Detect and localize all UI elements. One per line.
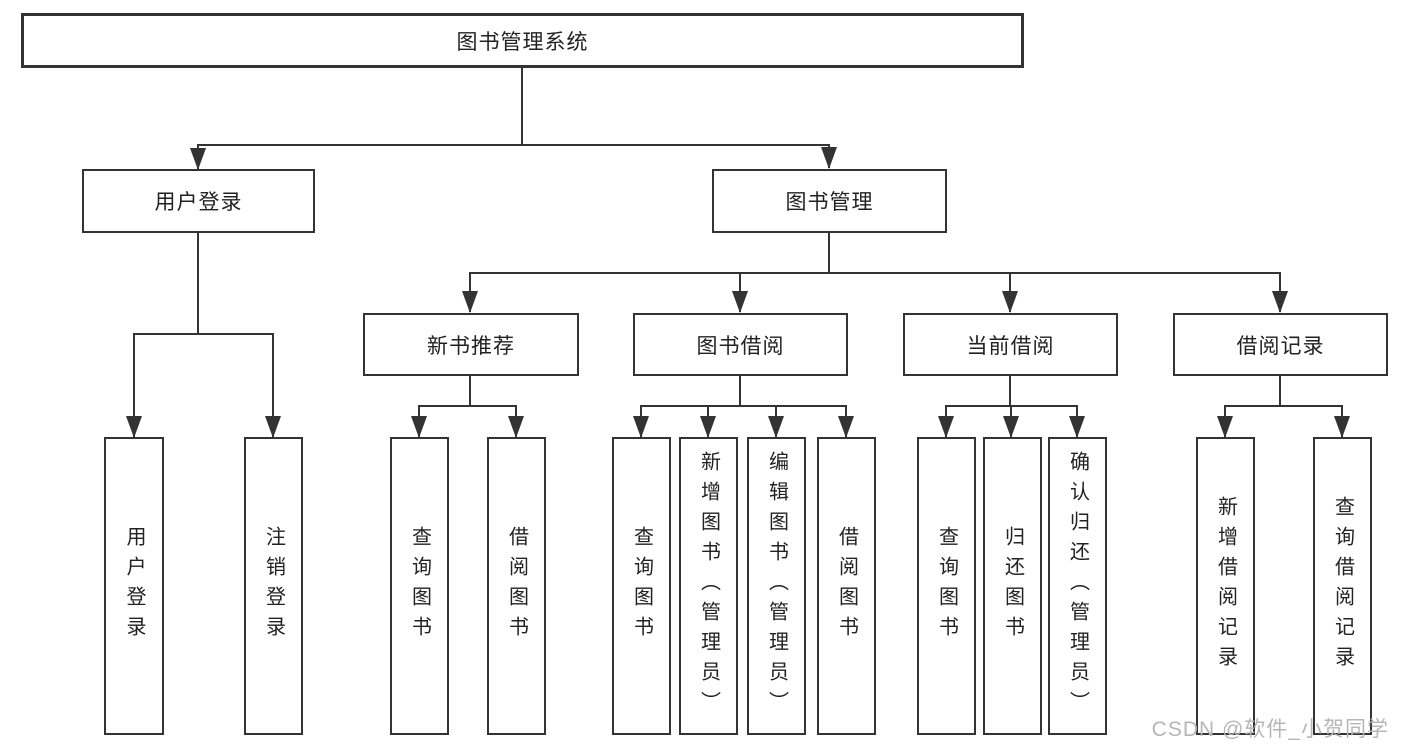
node-label: 查询图书 (408, 526, 431, 646)
node-user-login: 用户登录 (82, 169, 315, 233)
node-label: 图书管理 (785, 191, 874, 214)
node-book-management: 图书管理 (712, 169, 947, 233)
node-label: 当前借阅 (966, 334, 1055, 358)
leaf-return-books: 归还图书 (983, 437, 1042, 735)
node-label: 编辑图书（管理员） (765, 451, 788, 721)
node-label: 确认归还（管理员） (1066, 451, 1089, 721)
node-label: 用户登录 (154, 191, 243, 214)
leaf-query-books-2: 查询图书 (612, 437, 671, 735)
node-label: 新书推荐 (427, 334, 515, 358)
leaf-confirm-return-admin: 确认归还（管理员） (1048, 437, 1107, 735)
node-label: 查询借阅记录 (1331, 496, 1354, 676)
leaf-logout: 注销登录 (244, 437, 303, 735)
connector-book-management (462, 233, 1288, 313)
leaf-add-borrow-record: 新增借阅记录 (1196, 437, 1255, 735)
node-label: 图书借阅 (696, 334, 785, 358)
leaf-query-borrow-record: 查询借阅记录 (1313, 437, 1372, 735)
node-label: 图书管理系统 (456, 30, 589, 54)
node-label: 借阅记录 (1236, 334, 1325, 358)
node-label: 借阅图书 (505, 526, 528, 646)
connector-root (190, 68, 837, 170)
csdn-watermark: CSDN @软件_小贺同学 (1151, 718, 1389, 741)
node-label: 查询图书 (630, 526, 653, 646)
connector-borrow-records (1217, 376, 1350, 438)
node-label: 查询图书 (935, 526, 958, 646)
node-label: 归还图书 (1001, 526, 1024, 646)
node-label: 新增借阅记录 (1214, 496, 1237, 676)
node-borrow-records: 借阅记录 (1173, 313, 1388, 376)
connector-current-borrow (938, 376, 1085, 438)
leaf-borrow-books-2: 借阅图书 (817, 437, 876, 735)
leaf-edit-books-admin: 编辑图书（管理员） (747, 437, 806, 735)
connector-book-borrow (633, 376, 854, 438)
node-label: 新增图书（管理员） (697, 451, 720, 721)
leaf-query-books-1: 查询图书 (390, 437, 449, 735)
connector-user-login (126, 233, 281, 438)
node-new-book-recommend: 新书推荐 (363, 313, 579, 376)
leaf-borrow-books-1: 借阅图书 (487, 437, 546, 735)
leaf-user-login: 用户登录 (104, 437, 164, 735)
node-label: 用户登录 (123, 526, 145, 646)
leaf-query-books-3: 查询图书 (917, 437, 976, 735)
node-label: 借阅图书 (835, 526, 858, 646)
node-current-borrow: 当前借阅 (903, 313, 1118, 376)
leaf-add-books-admin: 新增图书（管理员） (679, 437, 738, 735)
node-book-borrow: 图书借阅 (633, 313, 848, 376)
connector-new-book-recommend (411, 376, 524, 438)
node-label: 注销登录 (262, 526, 285, 646)
node-library-management-system: 图书管理系统 (21, 13, 1024, 68)
